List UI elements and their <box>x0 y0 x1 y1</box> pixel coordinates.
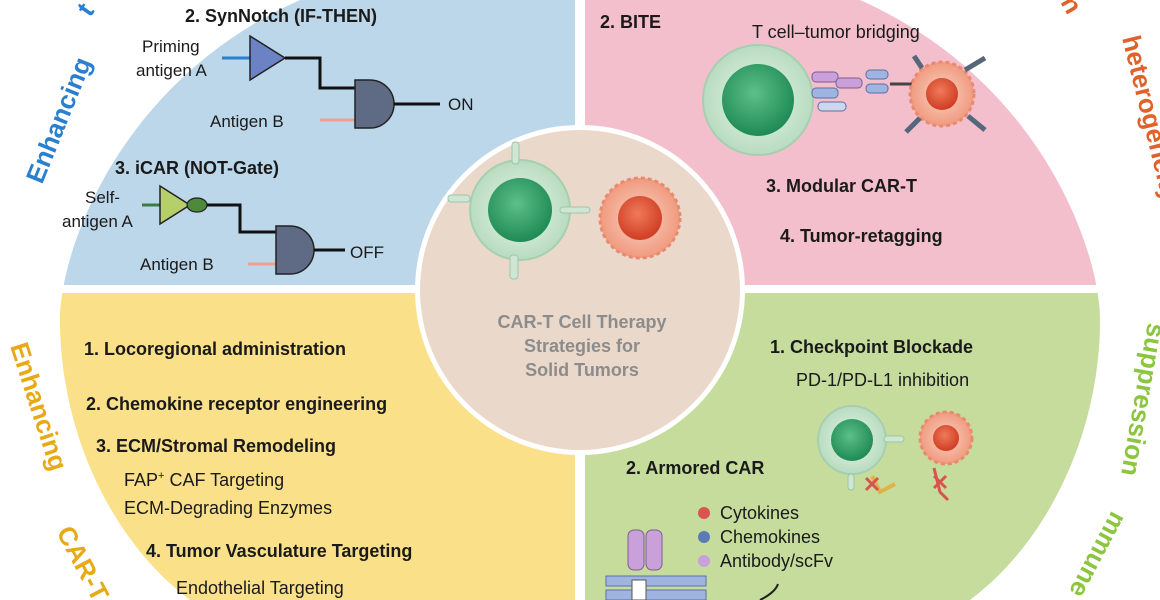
synnotch-heading: 2. SynNotch (IF-THEN) <box>185 6 377 26</box>
bottom-left-item-4: 4. Tumor Vasculature Targeting <box>146 541 412 561</box>
legend-label-chemokines: Chemokines <box>720 527 820 547</box>
synnotch-input-1b: antigen A <box>136 61 208 80</box>
center-title-line-1: CAR-T Cell Therapy <box>497 312 666 332</box>
icar-input-2: Antigen B <box>140 255 214 274</box>
armored-car-legend: Cytokines Chemokines Antibody/scFv <box>698 503 833 571</box>
bottom-left-item-3-sub-1: FAP+ CAF Targeting <box>124 470 284 490</box>
bottom-right-item-2: 2. Armored CAR <box>626 458 764 478</box>
bottom-right-item-1-sub: PD-1/PD-L1 inhibition <box>796 370 969 390</box>
bottom-left-item-3: 3. ECM/Stromal Remodeling <box>96 436 336 456</box>
bottom-left-item-1: 1. Locoregional administration <box>84 339 346 359</box>
center-t-cell <box>447 141 591 280</box>
center-tumor-cell <box>598 176 682 260</box>
checkpoint-blocking-antibodies <box>864 467 950 502</box>
icar-heading: 3. iCAR (NOT-Gate) <box>115 158 279 178</box>
synnotch-output: ON <box>448 95 474 114</box>
icar-input-1a: Self- <box>85 188 120 207</box>
top-right-item-3: 3. Modular CAR-T <box>766 176 917 196</box>
synnotch-input-2: Antigen B <box>210 112 284 131</box>
bottom-left-item-2: 2. Chemokine receptor engineering <box>86 394 387 414</box>
top-right-item-4: 4. Tumor-retagging <box>780 226 943 246</box>
bottom-right-item-1: 1. Checkpoint Blockade <box>770 337 973 357</box>
bite-t-cell <box>702 44 814 156</box>
center-title-line-3: Solid Tumors <box>525 360 639 380</box>
bite-caption: T cell–tumor bridging <box>752 22 920 42</box>
checkpoint-t-cell <box>817 405 905 491</box>
armored-car-receptor <box>605 529 779 600</box>
bite-antibody-bridge <box>811 69 918 112</box>
bottom-left-item-4-sub-1: Endothelial Targeting <box>176 578 344 598</box>
synnotch-gate-circuit <box>222 34 440 129</box>
legend-dot-cytokines <box>698 507 710 519</box>
bottom-left-item-3-sub-2: ECM-Degrading Enzymes <box>124 498 332 518</box>
center-title-line-2: Strategies for <box>524 336 640 356</box>
outer-mask-right <box>860 0 1160 600</box>
synnotch-input-1a: Priming <box>142 37 200 56</box>
icar-gate-circuit <box>142 184 345 275</box>
legend-label-cytokines: Cytokines <box>720 503 799 523</box>
icar-output: OFF <box>350 243 384 262</box>
bite-tumor-cell <box>904 54 987 134</box>
legend-dot-chemokines <box>698 531 710 543</box>
bite-heading: 2. BITE <box>600 12 661 32</box>
icar-input-1b: antigen A <box>62 212 134 231</box>
checkpoint-tumor-cell <box>918 410 974 466</box>
center-circle-fill <box>420 130 740 450</box>
legend-label-antibody: Antibody/scFv <box>720 551 833 571</box>
legend-dot-antibody <box>698 555 710 567</box>
outer-mask-left <box>0 0 300 600</box>
